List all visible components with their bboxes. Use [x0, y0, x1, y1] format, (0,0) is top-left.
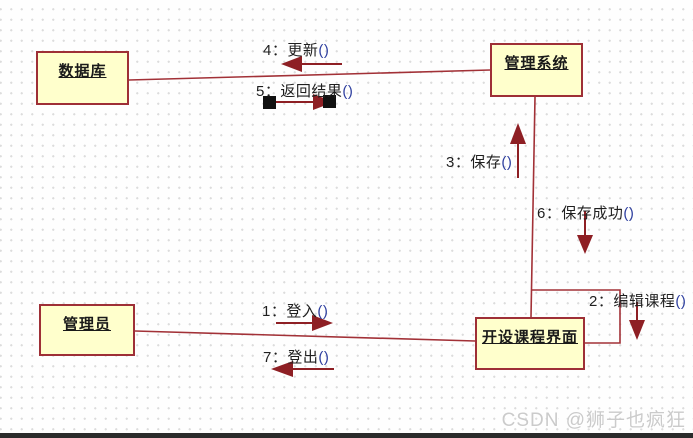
message-text: 3：保存	[446, 154, 502, 171]
message-text: 5：返回结果	[256, 83, 343, 100]
arrowhead-left-icon	[281, 56, 302, 72]
message-arrow-update[interactable]	[281, 56, 342, 72]
message-text: 6：保存成功	[537, 205, 624, 222]
link-course-ui-self-loop[interactable]	[531, 289, 621, 344]
message-parens: ()	[623, 205, 635, 222]
message-label-edit-course[interactable]: 2：编辑课程()	[589, 290, 686, 311]
selection-handle[interactable]	[323, 95, 336, 108]
object-node-database[interactable]: 数据库	[36, 51, 129, 105]
message-label-update[interactable]: 4：更新()	[263, 39, 329, 60]
object-label: 管理员	[62, 316, 111, 333]
message-label-login[interactable]: 1：登入()	[262, 300, 328, 321]
arrowhead-down-icon	[577, 235, 593, 254]
message-text: 7：登出	[263, 349, 319, 366]
message-parens: ()	[317, 303, 329, 320]
arrowhead-up-icon	[510, 123, 526, 144]
message-arrow-save-success[interactable]	[577, 211, 593, 254]
arrowhead-down-icon	[629, 320, 645, 340]
arrowhead-right-icon	[312, 315, 333, 331]
message-label-logout[interactable]: 7：登出()	[263, 346, 329, 367]
message-label-return-result[interactable]: 5：返回结果()	[256, 80, 353, 101]
message-arrow-save[interactable]	[510, 123, 526, 178]
message-parens: ()	[342, 83, 354, 100]
link-line	[128, 69, 491, 81]
object-node-course-ui[interactable]: 开设课程界面	[475, 317, 585, 370]
link-line	[134, 330, 476, 342]
message-parens: ()	[318, 42, 330, 59]
link-admin-course-ui[interactable]	[134, 330, 476, 342]
window-bottom-edge	[0, 433, 693, 438]
message-label-save-success[interactable]: 6：保存成功()	[537, 202, 634, 223]
message-label-save[interactable]: 3：保存()	[446, 151, 512, 172]
message-arrow-return-result[interactable]	[263, 94, 336, 110]
link-database-management[interactable]	[128, 69, 491, 81]
arrowhead-left-icon	[271, 361, 293, 377]
object-node-administrator[interactable]: 管理员	[39, 304, 135, 356]
message-arrow-logout[interactable]	[271, 361, 334, 377]
csdn-watermark: CSDN @狮子也疯狂	[501, 410, 686, 431]
message-parens: ()	[501, 154, 513, 171]
object-node-management-system[interactable]: 管理系统	[490, 43, 583, 97]
object-label: 开设课程界面	[481, 329, 578, 346]
message-parens: ()	[318, 349, 330, 366]
link-line	[531, 289, 621, 344]
message-arrow-login[interactable]	[276, 315, 333, 331]
link-management-course-ui[interactable]	[530, 96, 536, 318]
message-arrow-edit-course[interactable]	[629, 302, 645, 340]
object-label: 数据库	[58, 63, 107, 80]
object-label: 管理系统	[504, 55, 569, 72]
message-text: 4：更新	[263, 42, 319, 59]
link-line	[530, 96, 536, 318]
message-parens: ()	[675, 293, 687, 310]
selection-handle[interactable]	[263, 96, 276, 109]
message-text: 1：登入	[262, 303, 318, 320]
message-text: 2：编辑课程	[589, 293, 676, 310]
